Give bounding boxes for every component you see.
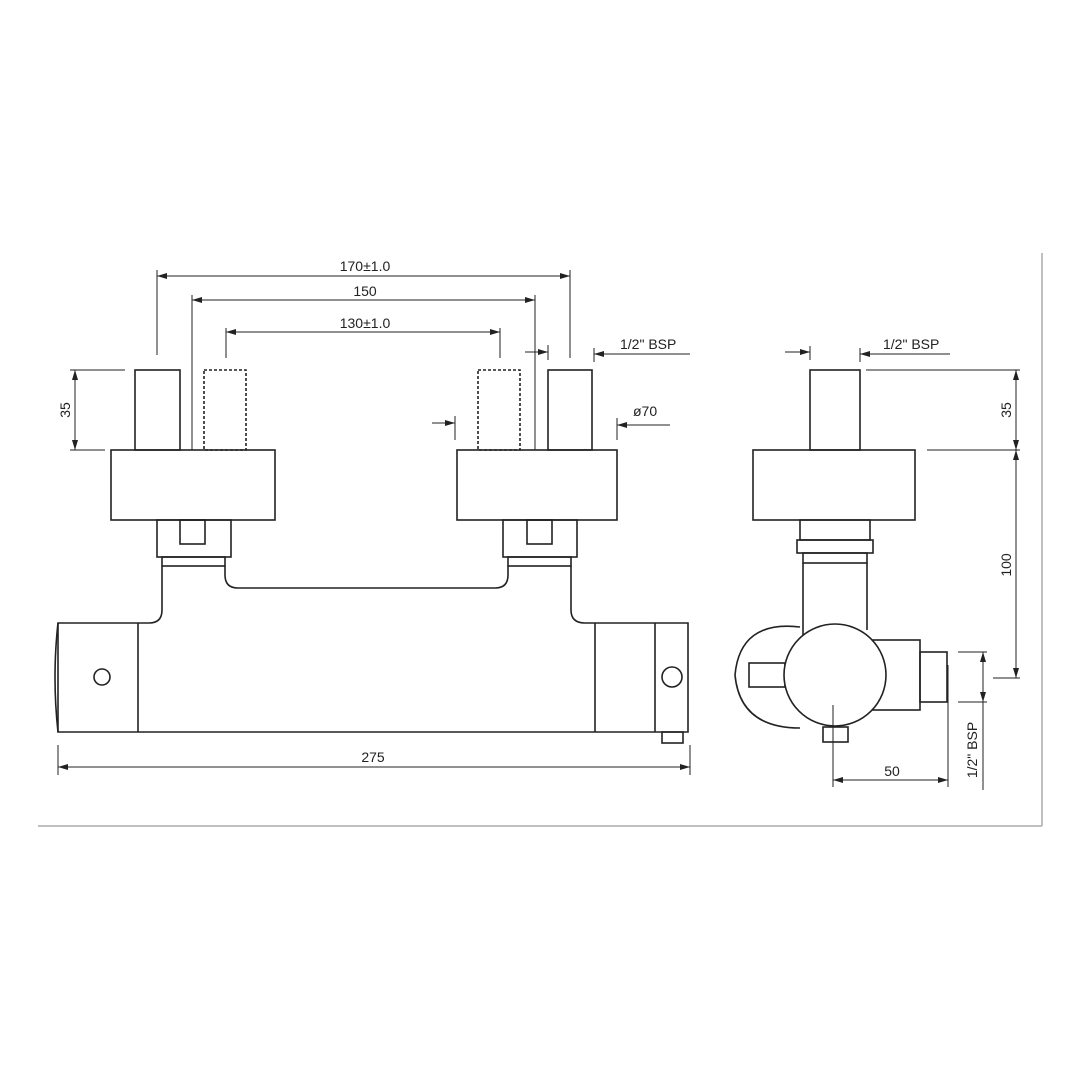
dim-label: 130±1.0 — [340, 315, 391, 331]
dim-label: 35 — [57, 402, 73, 418]
dim-label: 275 — [361, 749, 385, 765]
dim-35-side: 35 — [866, 369, 1020, 451]
left-inlet-pipe — [134, 369, 181, 451]
side-bottom-outlet — [822, 726, 849, 743]
dim-diameter: ø70 — [432, 403, 670, 440]
front-view: 170±1.0 150 130±1.0 35 1/2" BSP — [54, 258, 691, 775]
dim-label: 1/2" BSP — [883, 336, 939, 352]
right-hole — [661, 666, 683, 688]
left-wall-flange — [110, 449, 276, 521]
dim-label: 150 — [353, 283, 377, 299]
dim-thread-front: 1/2" BSP — [525, 336, 690, 362]
dim-label: 100 — [998, 553, 1014, 577]
right-inlet-pipe — [547, 369, 593, 451]
dim-label: 170±1.0 — [340, 258, 391, 274]
frame-border — [38, 253, 1043, 827]
left-hole — [93, 668, 111, 686]
right-nut — [502, 519, 578, 558]
dim-275: 275 — [57, 745, 691, 775]
dim-170: 170±1.0 — [156, 258, 571, 358]
dim-130: 130±1.0 — [225, 315, 501, 358]
side-handle — [748, 662, 786, 688]
dim-50: 50 — [832, 665, 949, 787]
side-body-circle — [783, 623, 887, 727]
dim-label: 1/2" BSP — [620, 336, 676, 352]
bottom-outlet — [661, 731, 684, 744]
dim-35-front: 35 — [57, 369, 125, 451]
right-inlet-pipe-alt — [477, 369, 521, 451]
side-view: 1/2" BSP 35 100 1/2" BSP 50 — [734, 336, 1020, 790]
dim-label: ø70 — [633, 403, 657, 419]
dim-label: 35 — [998, 402, 1014, 418]
side-outlet — [919, 651, 948, 703]
dim-100: 100 — [993, 450, 1020, 679]
dim-thread-side-top: 1/2" BSP — [785, 336, 950, 362]
dim-thread-side-outlet: 1/2" BSP — [958, 651, 987, 790]
side-inlet-pipe — [809, 369, 861, 451]
valve-body — [57, 566, 689, 733]
dim-label: 1/2" BSP — [964, 722, 980, 778]
side-handle-back — [734, 625, 801, 729]
dim-label: 50 — [884, 763, 900, 779]
side-wall-flange — [752, 449, 916, 521]
left-nut — [156, 519, 232, 558]
right-wall-flange — [456, 449, 618, 521]
left-inlet-pipe-alt — [203, 369, 247, 451]
side-nut — [799, 519, 871, 541]
dim-150: 150 — [191, 283, 536, 450]
